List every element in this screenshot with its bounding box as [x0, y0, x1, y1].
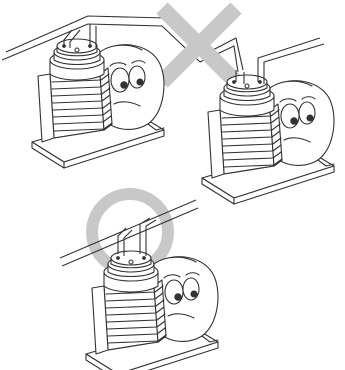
series-connection-group: [2, 8, 334, 204]
cross-mark: [162, 8, 236, 82]
pump-bottom-outlet: [140, 218, 156, 256]
pump-top-left: [32, 39, 164, 168]
parallel-connection-group: [60, 194, 218, 370]
pump-bottom: [86, 251, 218, 370]
pump-top-right-outlet: [258, 38, 324, 84]
pump-top-right: [202, 75, 334, 204]
